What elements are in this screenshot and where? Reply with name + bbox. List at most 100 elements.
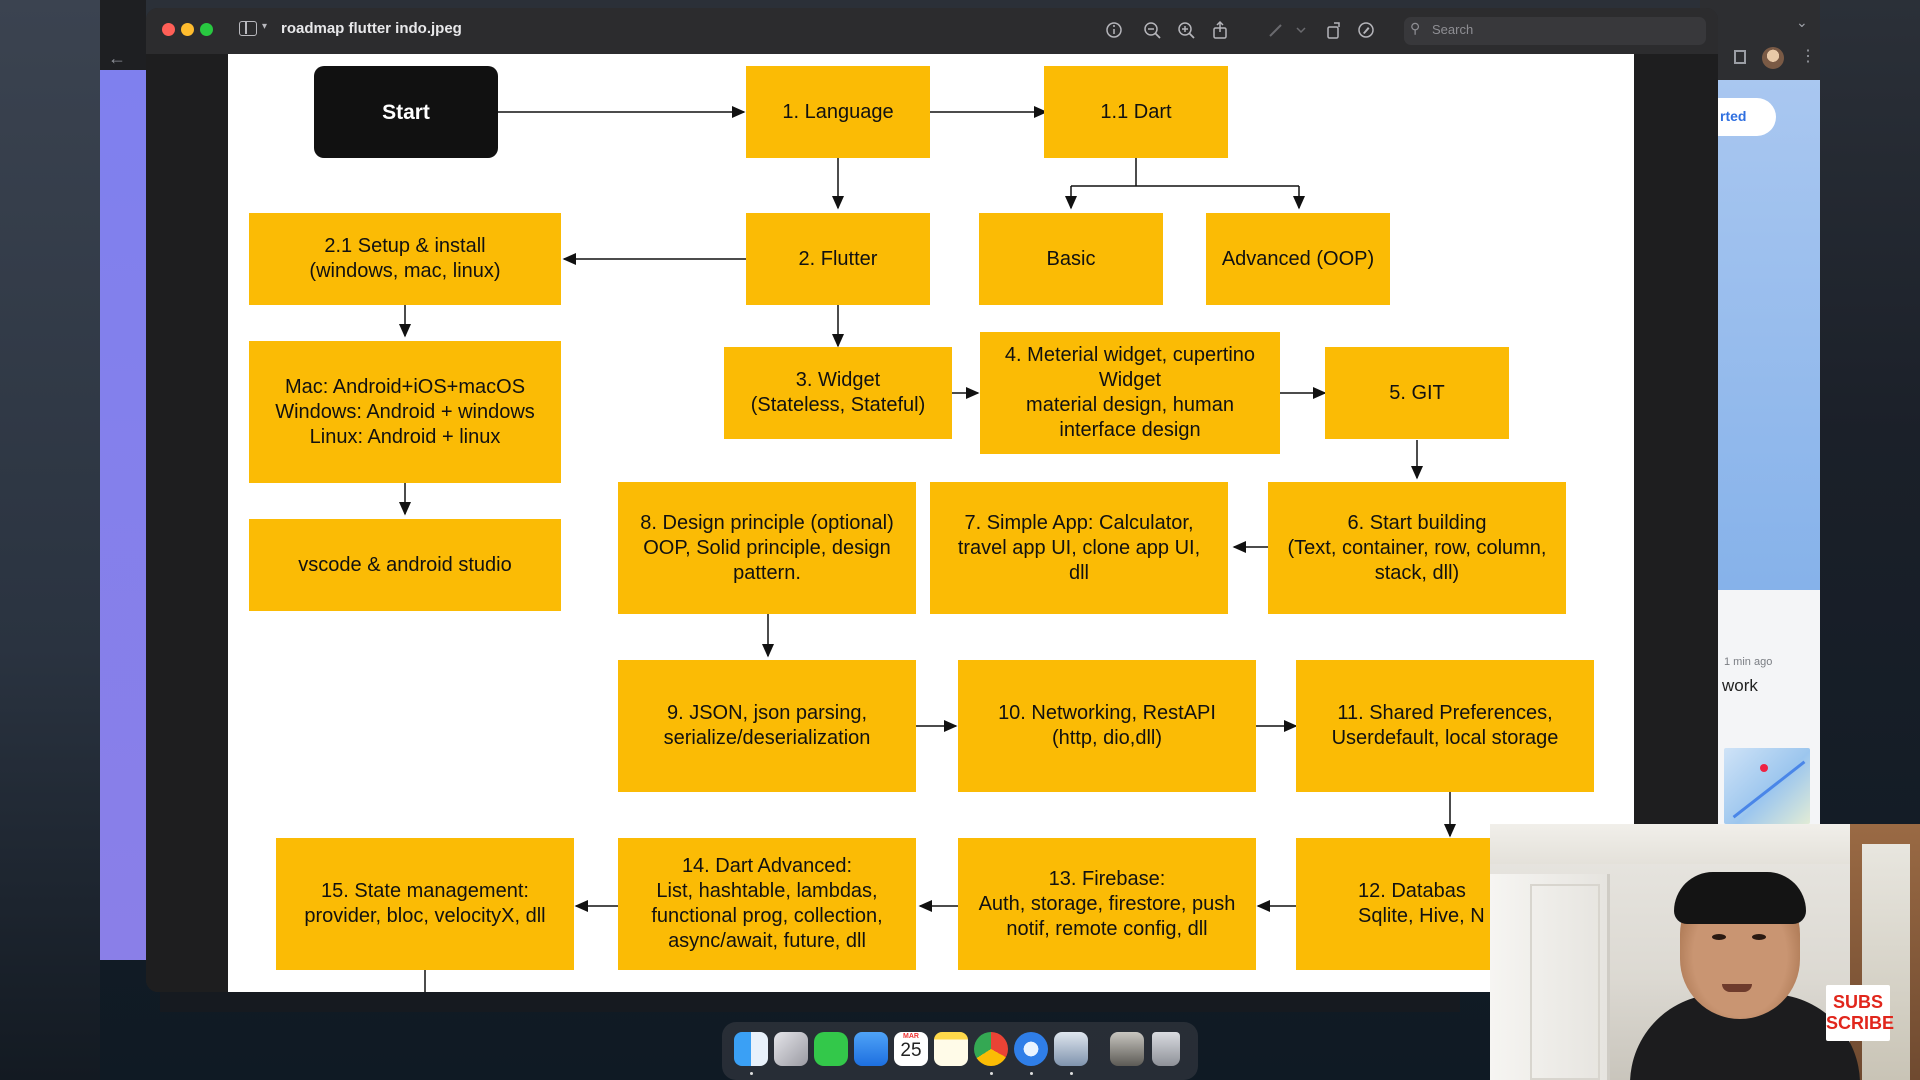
dart-advanced-line: functional prog, collection, (651, 905, 883, 927)
language-node: 1. Language (746, 66, 930, 158)
search-placeholder: Search (1432, 22, 1474, 37)
background-window-left-content (100, 70, 146, 960)
chevron-down-icon[interactable]: ▾ (262, 21, 268, 32)
preview-icon[interactable] (1054, 1032, 1088, 1066)
search-icon: ⚲ (1410, 20, 1421, 36)
setup-line: (windows, mac, linux) (309, 260, 501, 282)
json-line: serialize/deserialization (663, 727, 871, 749)
language-label: 1. Language (782, 100, 894, 123)
platforms-line: Windows: Android + windows (275, 400, 535, 423)
safari-icon[interactable] (1014, 1032, 1048, 1066)
launchpad-icon[interactable] (774, 1032, 808, 1066)
window-title[interactable]: roadmap flutter indo.jpeg (281, 20, 462, 37)
ide-node: vscode & android studio (249, 519, 561, 611)
rotate-icon[interactable] (1322, 18, 1346, 42)
flutter-label: 2. Flutter (798, 247, 878, 270)
calendar-month: MAR (903, 1033, 919, 1040)
info-icon[interactable] (1102, 18, 1126, 42)
fullscreen-window-button[interactable] (200, 23, 213, 36)
widget-line: 3. Widget (795, 369, 881, 391)
roadmap-image: Start 1. Language 1.1 Dart 2. Flutter Ba… (228, 54, 1634, 992)
start-label: Start (382, 100, 430, 124)
json-node: 9. JSON, json parsing, serialize/deserial… (618, 660, 916, 792)
networking-line: (http, dio,dll) (1051, 727, 1163, 749)
share-icon[interactable] (1208, 18, 1232, 42)
dart-advanced-line: async/await, future, dll (668, 930, 866, 952)
sidepanel-icon[interactable] (1734, 50, 1746, 64)
profile-avatar[interactable] (1762, 47, 1784, 69)
card-snippet: work (1722, 676, 1758, 695)
setup-install-node: 2.1 Setup & install (windows, mac, linux) (249, 213, 561, 305)
shared-preferences-node: 11. Shared Preferences,Userdefault, loca… (1296, 660, 1594, 792)
basic-node: Basic (979, 213, 1163, 305)
chevron-down-icon[interactable]: ⌄ (1796, 14, 1808, 30)
material-line: Widget (1098, 369, 1162, 391)
advanced-oop-node: Advanced (OOP) (1206, 213, 1390, 305)
running-indicator (990, 1072, 993, 1075)
simple-app-line: dll (1068, 561, 1089, 584)
chrome-icon[interactable] (974, 1032, 1008, 1066)
widget-node: 3. Widget(Stateless, Stateful) (724, 347, 952, 439)
running-indicator (1070, 1072, 1073, 1075)
notes-icon[interactable] (934, 1032, 968, 1066)
markup-icon[interactable] (1354, 18, 1378, 42)
state-management-line: 15. State management: (321, 880, 529, 902)
material-line: material design, human (1026, 394, 1234, 416)
calendar-icon[interactable]: MAR 25 (894, 1032, 928, 1066)
simple-app-line: travel app UI, clone app UI, (957, 536, 1201, 559)
git-label: 5. GIT (1389, 381, 1445, 404)
webcam-overlay (1490, 824, 1920, 1080)
webcam-door-panel (1530, 884, 1600, 1080)
search-input[interactable] (1404, 17, 1706, 45)
flutter-node: 2. Flutter (746, 213, 930, 305)
map-pin-icon (1760, 764, 1768, 772)
dart-advanced-line: List, hashtable, lambdas, (656, 880, 878, 902)
firebase-line: Auth, storage, firestore, push (978, 892, 1236, 915)
state-management-node: 15. State management: provider, bloc, vel… (276, 838, 574, 970)
networking-line: 10. Networking, RestAPI (998, 702, 1216, 724)
design-line: pattern. (733, 561, 801, 584)
start-building-line: 6. Start building (1347, 511, 1487, 534)
desktop-wallpaper (0, 0, 100, 1080)
networking-node: 10. Networking, RestAPI (http, dio,dll) (958, 660, 1256, 792)
start-node: Start (314, 66, 498, 158)
preview-window: ▾ roadmap flutter indo.jpeg ⚲ Search (146, 8, 1718, 992)
messages-icon[interactable] (814, 1032, 848, 1066)
advanced-oop-label: Advanced (OOP) (1221, 247, 1375, 270)
trash-icon[interactable] (1152, 1032, 1180, 1066)
finder-icon[interactable] (734, 1032, 768, 1066)
presenter-eye (1752, 934, 1766, 940)
mail-icon[interactable] (854, 1032, 888, 1066)
zoom-out-icon[interactable] (1140, 18, 1164, 42)
json-line: 9. JSON, json parsing, (666, 702, 868, 724)
subscribe-badge[interactable]: SUBS SCRIBE (1826, 985, 1895, 1041)
presenter-eye (1712, 934, 1726, 940)
platforms-line: Mac: Android+iOS+macOS (284, 375, 526, 398)
zoom-in-icon[interactable] (1174, 18, 1198, 42)
chevron-down-icon[interactable] (1292, 18, 1316, 42)
background-browser-hero (1700, 80, 1820, 590)
start-building-line: stack, dll) (1374, 561, 1460, 584)
design-principle-node: 8. Design principle (optional)OOP, Solid… (618, 482, 916, 614)
shared-line: Userdefault, local storage (1331, 727, 1559, 749)
card-timestamp: 1 min ago (1724, 656, 1773, 668)
design-line: 8. Design principle (optional) (640, 511, 894, 534)
window-shadow (160, 992, 1460, 1012)
simple-app-node: 7. Simple App: Calculator,travel app UI,… (930, 482, 1228, 614)
back-arrow-icon[interactable]: ← (108, 48, 126, 68)
state-management-line: provider, bloc, velocityX, dll (304, 905, 546, 927)
sidebar-toggle-icon[interactable] (239, 21, 257, 36)
markup-pen-icon[interactable] (1264, 18, 1288, 42)
close-window-button[interactable] (162, 23, 175, 36)
running-indicator (1030, 1072, 1033, 1075)
background-browser-toolbar (1700, 0, 1820, 80)
basic-label: Basic (1046, 247, 1096, 270)
more-menu-icon[interactable]: ⋮ (1800, 48, 1816, 65)
subscribe-line: SCRIBE (1826, 1013, 1895, 1033)
photo-booth-icon[interactable] (1110, 1032, 1144, 1066)
firebase-node: 13. Firebase:Auth, storage, firestore, p… (958, 838, 1256, 970)
minimize-window-button[interactable] (181, 23, 194, 36)
setup-line: 2.1 Setup & install (324, 235, 486, 257)
design-line: OOP, Solid principle, design (643, 536, 891, 559)
